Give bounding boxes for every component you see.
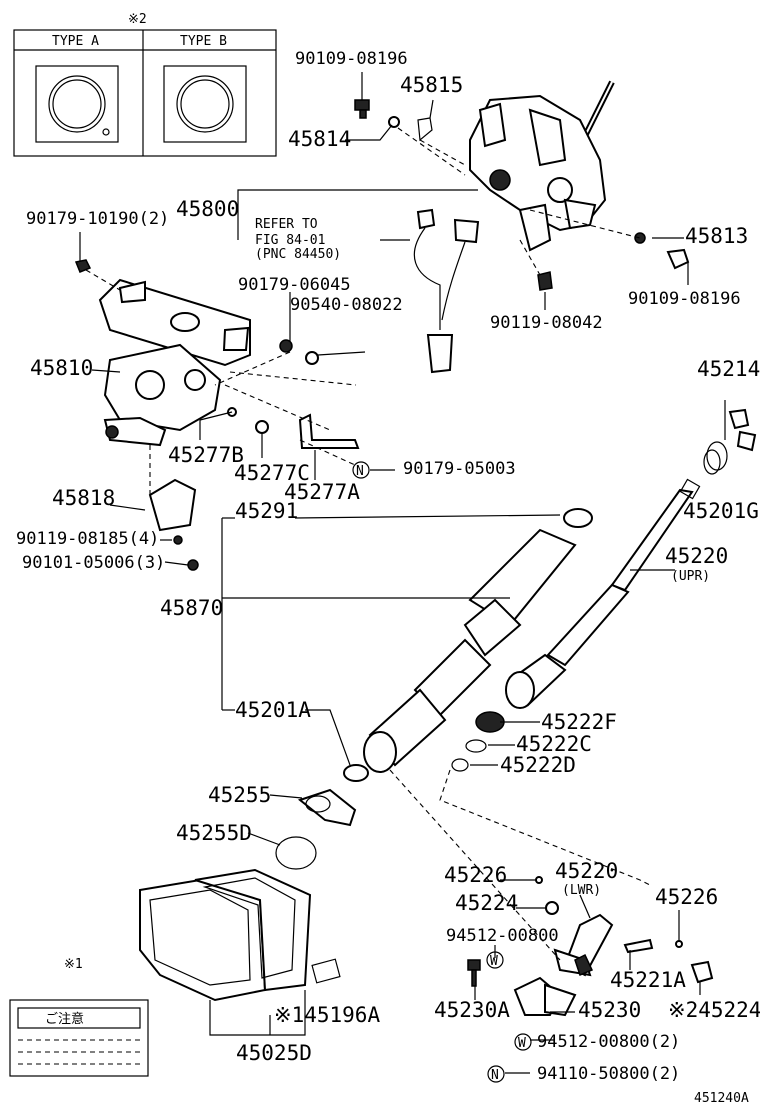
mark-1: ※1 — [64, 957, 83, 972]
diagram-id: 451240A — [694, 1091, 749, 1106]
label-45277A: 45277A — [284, 480, 360, 504]
label-90101-05006: 90101-05006(3) — [22, 553, 165, 573]
leader-lines — [79, 72, 726, 1074]
label-45277C: 45277C — [234, 461, 310, 485]
label-90119-08042: 90119-08042 — [490, 313, 603, 333]
label-45025D: 45025D — [236, 1041, 312, 1065]
label-90109-08196-right: 90109-08196 — [628, 289, 741, 309]
refer-line-3: (PNC 84450) — [255, 247, 341, 262]
label-45230: 45230 — [578, 998, 641, 1022]
label-45221A: 45221A — [610, 968, 686, 992]
label-45220-upr: 45220 — [665, 544, 728, 568]
label-45222F: 45222F — [541, 710, 617, 734]
label-90109-08196-top: 90109-08196 — [295, 49, 408, 69]
label-45230A: 45230A — [434, 998, 510, 1022]
label-45255: 45255 — [208, 783, 271, 807]
label-45201A: 45201A — [235, 698, 311, 722]
inset-mark: ※2 — [128, 12, 147, 27]
label-94512-00800: 94512-00800 — [446, 926, 559, 946]
badges: N W W N — [352, 461, 532, 1083]
caution-text: ご注意 — [45, 1011, 84, 1027]
label-45815: 45815 — [400, 73, 463, 97]
small-brackets — [148, 413, 360, 571]
badge-w-1: W — [490, 954, 498, 969]
badge-n-2: N — [491, 1068, 499, 1083]
type-b-label: TYPE B — [180, 34, 227, 49]
label-upr: (UPR) — [671, 569, 710, 584]
label-90179-10190: 90179-10190(2) — [26, 209, 169, 229]
label-90119-08185: 90119-08185(4) — [16, 529, 159, 549]
bushes-rings — [343, 408, 757, 782]
label-45222D: 45222D — [500, 753, 576, 777]
label-45810: 45810 — [30, 356, 93, 380]
label-45201G: 45201G — [683, 499, 759, 523]
label-45813: 45813 — [685, 224, 748, 248]
label-lwr: (LWR) — [562, 883, 601, 898]
label-45870: 45870 — [160, 596, 223, 620]
label-45277B: 45277B — [168, 443, 244, 467]
label-90179-05003: 90179-05003 — [403, 459, 516, 479]
caution-label: ※1 ご注意 — [9, 957, 149, 1077]
label-45818: 45818 — [52, 486, 115, 510]
clamp-and-ring — [275, 788, 357, 870]
wire-harness — [413, 208, 480, 374]
badge-w-2: W — [518, 1036, 526, 1051]
part-number-labels: 90109-08196 45815 45814 45800 REFER TO F… — [16, 49, 760, 1106]
label-45214: 45214 — [697, 357, 760, 381]
label-45800: 45800 — [176, 197, 239, 221]
steering-lock-assembly — [469, 80, 615, 252]
type-a-label: TYPE A — [52, 34, 99, 49]
lower-steering-shaft — [467, 876, 714, 1017]
label-45226-b: 45226 — [655, 885, 718, 909]
fasteners-top — [74, 99, 690, 434]
label-45220-lwr: 45220 — [555, 859, 618, 883]
label-45226-a: 45226 — [444, 863, 507, 887]
label-45196A: ※145196A — [274, 1003, 380, 1027]
steering-column-tube — [363, 508, 593, 773]
label-45291: 45291 — [235, 499, 298, 523]
label-45222C: 45222C — [516, 732, 592, 756]
label-45224-b: ※245224 — [668, 998, 760, 1022]
refer-line-2: FIG 84-01 — [255, 233, 325, 248]
column-covers — [139, 868, 341, 1002]
inset-box: ※2 TYPE A TYPE B — [13, 12, 277, 157]
column-bracket — [98, 278, 251, 447]
label-94512-00800-2: 94512-00800(2) — [537, 1032, 680, 1052]
upper-steering-shaft — [505, 478, 701, 709]
label-94110-50800-2: 94110-50800(2) — [537, 1064, 680, 1084]
label-45255D: 45255D — [176, 821, 252, 845]
label-45814: 45814 — [288, 127, 351, 151]
refer-line-1: REFER TO — [255, 217, 318, 232]
label-90179-06045: 90179-06045 — [238, 275, 351, 295]
label-45224-a: 45224 — [455, 891, 518, 915]
label-90540-08022: 90540-08022 — [290, 295, 403, 315]
badge-n-1: N — [356, 464, 364, 479]
